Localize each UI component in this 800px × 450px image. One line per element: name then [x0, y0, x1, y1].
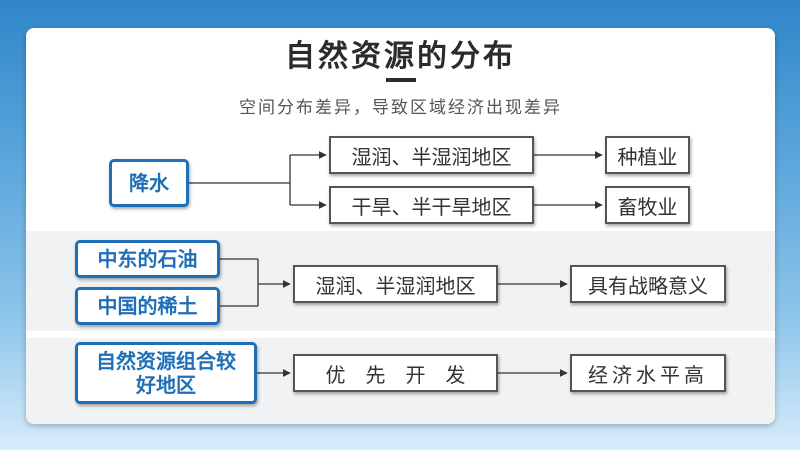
title-underline [386, 78, 416, 82]
connector-lines [189, 151, 603, 377]
content-card: 自然资源的分布 空间分布差异，导致区域经济出现差异 [26, 28, 775, 424]
page-title: 自然资源的分布 [285, 39, 516, 74]
source-precipitation: 降水 [109, 159, 189, 207]
source-china-rare-earth: 中国的稀土 [75, 287, 220, 325]
page-subtitle: 空间分布差异，导致区域经济出现差异 [239, 98, 562, 118]
region-humid: 湿润、半湿润地区 [329, 136, 534, 174]
result-high-economy: 经济水平高 [570, 354, 726, 392]
action-priority-development: 优 先 开 发 [293, 354, 498, 392]
result-strategic: 具有战略意义 [570, 265, 726, 303]
region-humid-2: 湿润、半湿润地区 [293, 265, 498, 303]
source-mideast-oil: 中东的石油 [75, 240, 220, 278]
result-farming: 种植业 [605, 136, 690, 174]
result-herding: 畜牧业 [605, 186, 690, 224]
source-resource-combo: 自然资源组合较好地区 [75, 342, 257, 404]
region-arid: 干旱、半干旱地区 [329, 186, 534, 224]
